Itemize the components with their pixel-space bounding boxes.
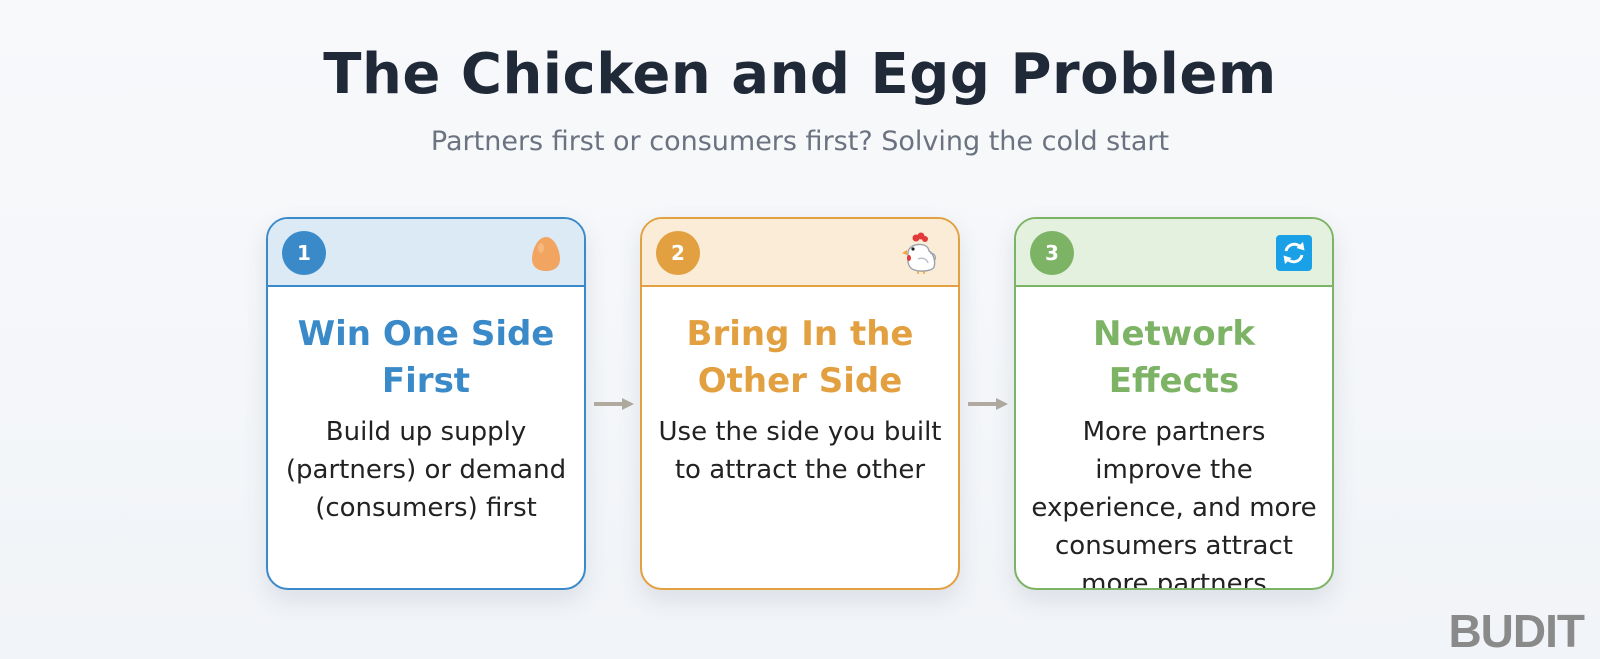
step-title: Win One Side First <box>297 314 555 401</box>
step-card-3: 3 Network Effects More partners improve … <box>1014 217 1334 590</box>
brand-logo: BUDIT <box>1448 605 1585 657</box>
step-number-badge: 1 <box>282 231 326 275</box>
step-number-badge: 2 <box>656 231 700 275</box>
step-number-badge: 3 <box>1030 231 1074 275</box>
step-card-body: Bring In the Other Side Use the side you… <box>642 287 958 588</box>
page-title: The Chicken and Egg Problem <box>323 42 1277 107</box>
step-description: Use the side you built to attract the ot… <box>658 417 942 485</box>
arrow-right-icon <box>968 398 1008 410</box>
refresh-icon <box>1274 231 1314 275</box>
egg-icon <box>526 231 566 275</box>
step-title: Network Effects <box>1093 314 1255 401</box>
step-card-body: Network Effects More partners improve th… <box>1016 287 1332 590</box>
step-description: Build up supply (partners) or demand (co… <box>285 417 567 523</box>
step-card-2: 2 <box>640 217 960 590</box>
step-card-header: 1 <box>268 219 584 287</box>
step-card-header: 3 <box>1016 219 1332 287</box>
chicken-icon <box>900 231 940 275</box>
step-card-1: 1 Win One Side First Build up supply (pa… <box>266 217 586 590</box>
page-subtitle: Partners first or consumers first? Solvi… <box>430 126 1170 157</box>
step-description: More partners improve the experience, an… <box>1031 417 1317 590</box>
arrow-right-icon <box>594 398 634 410</box>
step-card-body: Win One Side First Build up supply (part… <box>268 287 584 588</box>
step-title: Bring In the Other Side <box>686 314 914 401</box>
step-card-header: 2 <box>642 219 958 287</box>
